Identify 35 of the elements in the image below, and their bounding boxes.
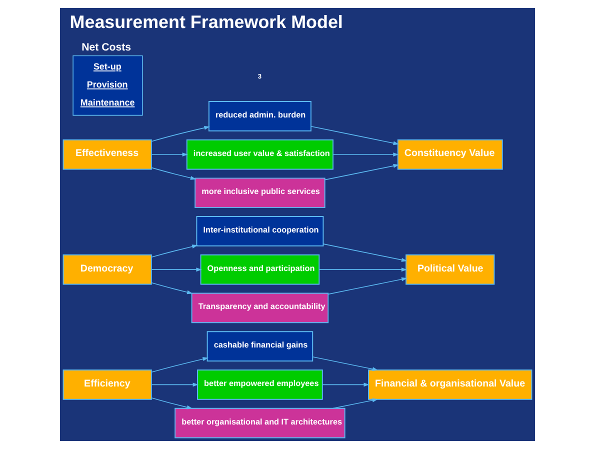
node-box: cashable financial gains [206, 331, 313, 362]
arrow [322, 382, 369, 387]
arrow [327, 277, 407, 295]
arrow [150, 244, 198, 258]
arrow [150, 382, 198, 387]
node-box: Inter-institutional cooperation [196, 216, 324, 246]
arrow [150, 152, 188, 157]
arrow [332, 398, 378, 409]
node-box: Constituency Value [396, 139, 502, 170]
node-box: Political Value [405, 254, 494, 285]
node-box: Financial & organisational Value [368, 370, 532, 400]
node-box: Openness and participation [200, 254, 320, 285]
arrow [150, 268, 202, 272]
arrow [150, 167, 196, 180]
node-box: better empowered employees [196, 370, 322, 400]
arrow [312, 356, 378, 372]
node-box: Democracy [62, 254, 152, 285]
node-box: Transparency and accountability [190, 292, 328, 324]
node-box: better organisational and IT architectures [174, 408, 345, 438]
arrow [318, 268, 407, 272]
arrow [150, 357, 208, 373]
arrow [324, 164, 399, 180]
arrow [310, 126, 399, 146]
node-label: Net Costs [81, 41, 131, 54]
arrow [322, 244, 407, 262]
arrow [150, 282, 192, 294]
arrow [150, 397, 192, 410]
diagram-title: Measurement Framework Model [69, 12, 342, 32]
arrow [332, 152, 398, 157]
arrow [150, 126, 210, 142]
node-box: Effectiveness [62, 139, 152, 170]
node-box: increased user value & satisfaction [186, 139, 333, 170]
node-box: Efficiency [62, 370, 152, 400]
node-box: reduced admin. burden [208, 100, 311, 132]
node-box: more inclusive public services [194, 178, 325, 208]
